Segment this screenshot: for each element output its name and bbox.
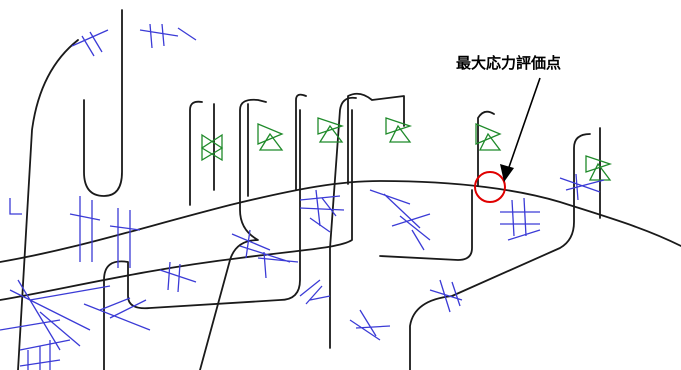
valve-riser-4: [347, 92, 405, 185]
valve-symbol-5: [475, 123, 502, 151]
callout-arrow-head: [500, 164, 514, 182]
valve-symbol-2: [257, 123, 284, 151]
callout-arrow-line: [507, 77, 541, 171]
pipe-support-right: [349, 173, 605, 341]
max-stress-point-label: 最大応力評価点: [456, 54, 562, 72]
pipe-support-far-left: [9, 198, 22, 215]
branch-pipe-lower-4: [329, 96, 357, 349]
valve-symbol-1: [200, 133, 224, 162]
riser-pipe-left: [83, 9, 123, 197]
valve-symbol-3: [317, 117, 345, 143]
branch-pipe-middle-loop: [379, 189, 473, 261]
valve-symbol-6: [585, 155, 613, 181]
pipe-support-center: [159, 189, 431, 305]
valve-riser-1: [189, 100, 203, 206]
branch-pipe-lower-1: [0, 109, 353, 301]
main-header-pipe: [0, 180, 681, 263]
valve-riser-5: [477, 110, 495, 187]
max-stress-point-marker: [474, 171, 506, 203]
branch-pipe-lower-3: [199, 98, 267, 370]
valve-riser-3: [295, 93, 307, 191]
pipe-support-left-cluster: [0, 196, 151, 370]
pipe-support-top: [71, 23, 197, 57]
riser-pipe-outer: [17, 39, 79, 370]
branch-pipe-right-drop: [409, 133, 591, 370]
valve-symbol-4: [385, 117, 413, 143]
